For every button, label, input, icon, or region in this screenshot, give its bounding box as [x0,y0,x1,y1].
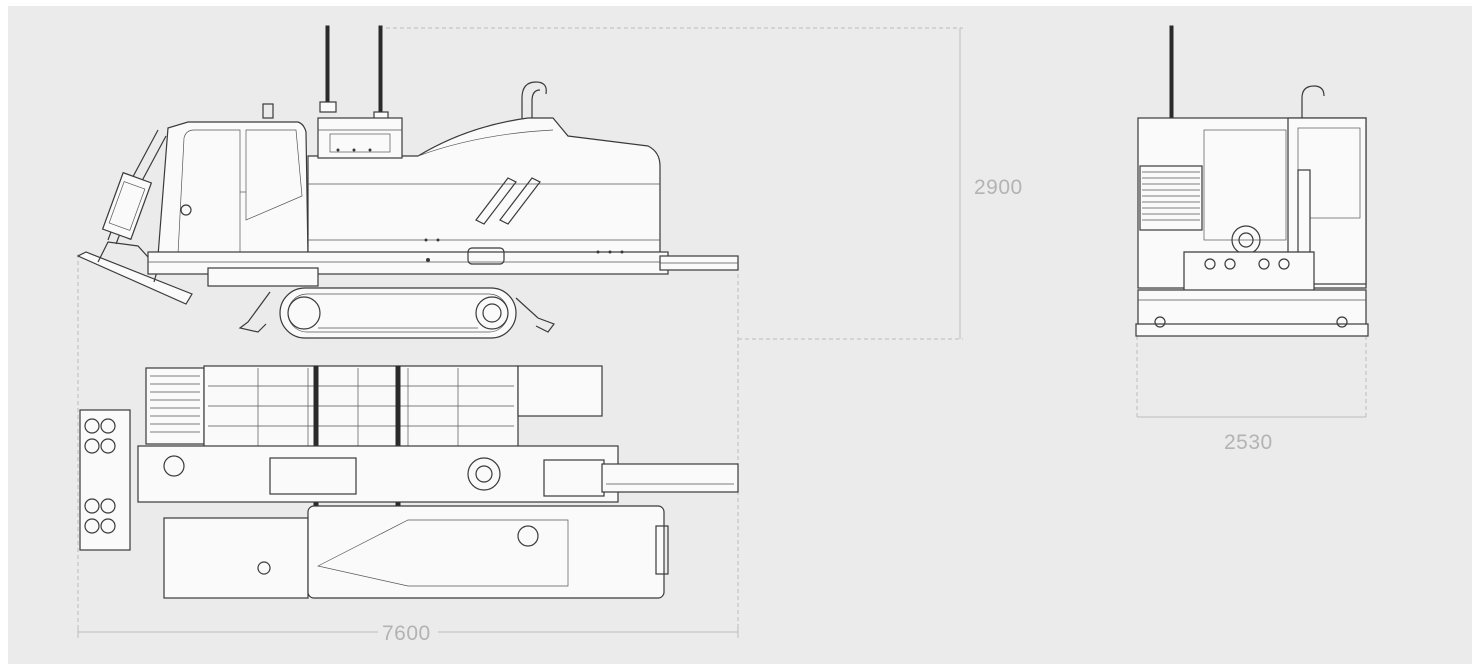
drawing-panel: 2900 7600 2530 [8,6,1472,664]
front-view [1135,25,1369,337]
technical-drawing [76,25,1369,638]
side-view [76,25,739,339]
dimension-lines [77,27,1367,638]
top-view [79,365,739,599]
width-dimension-label: 2530 [1224,431,1273,454]
height-dimension-label: 2900 [974,176,1023,199]
length-dimension-label: 7600 [382,622,431,645]
